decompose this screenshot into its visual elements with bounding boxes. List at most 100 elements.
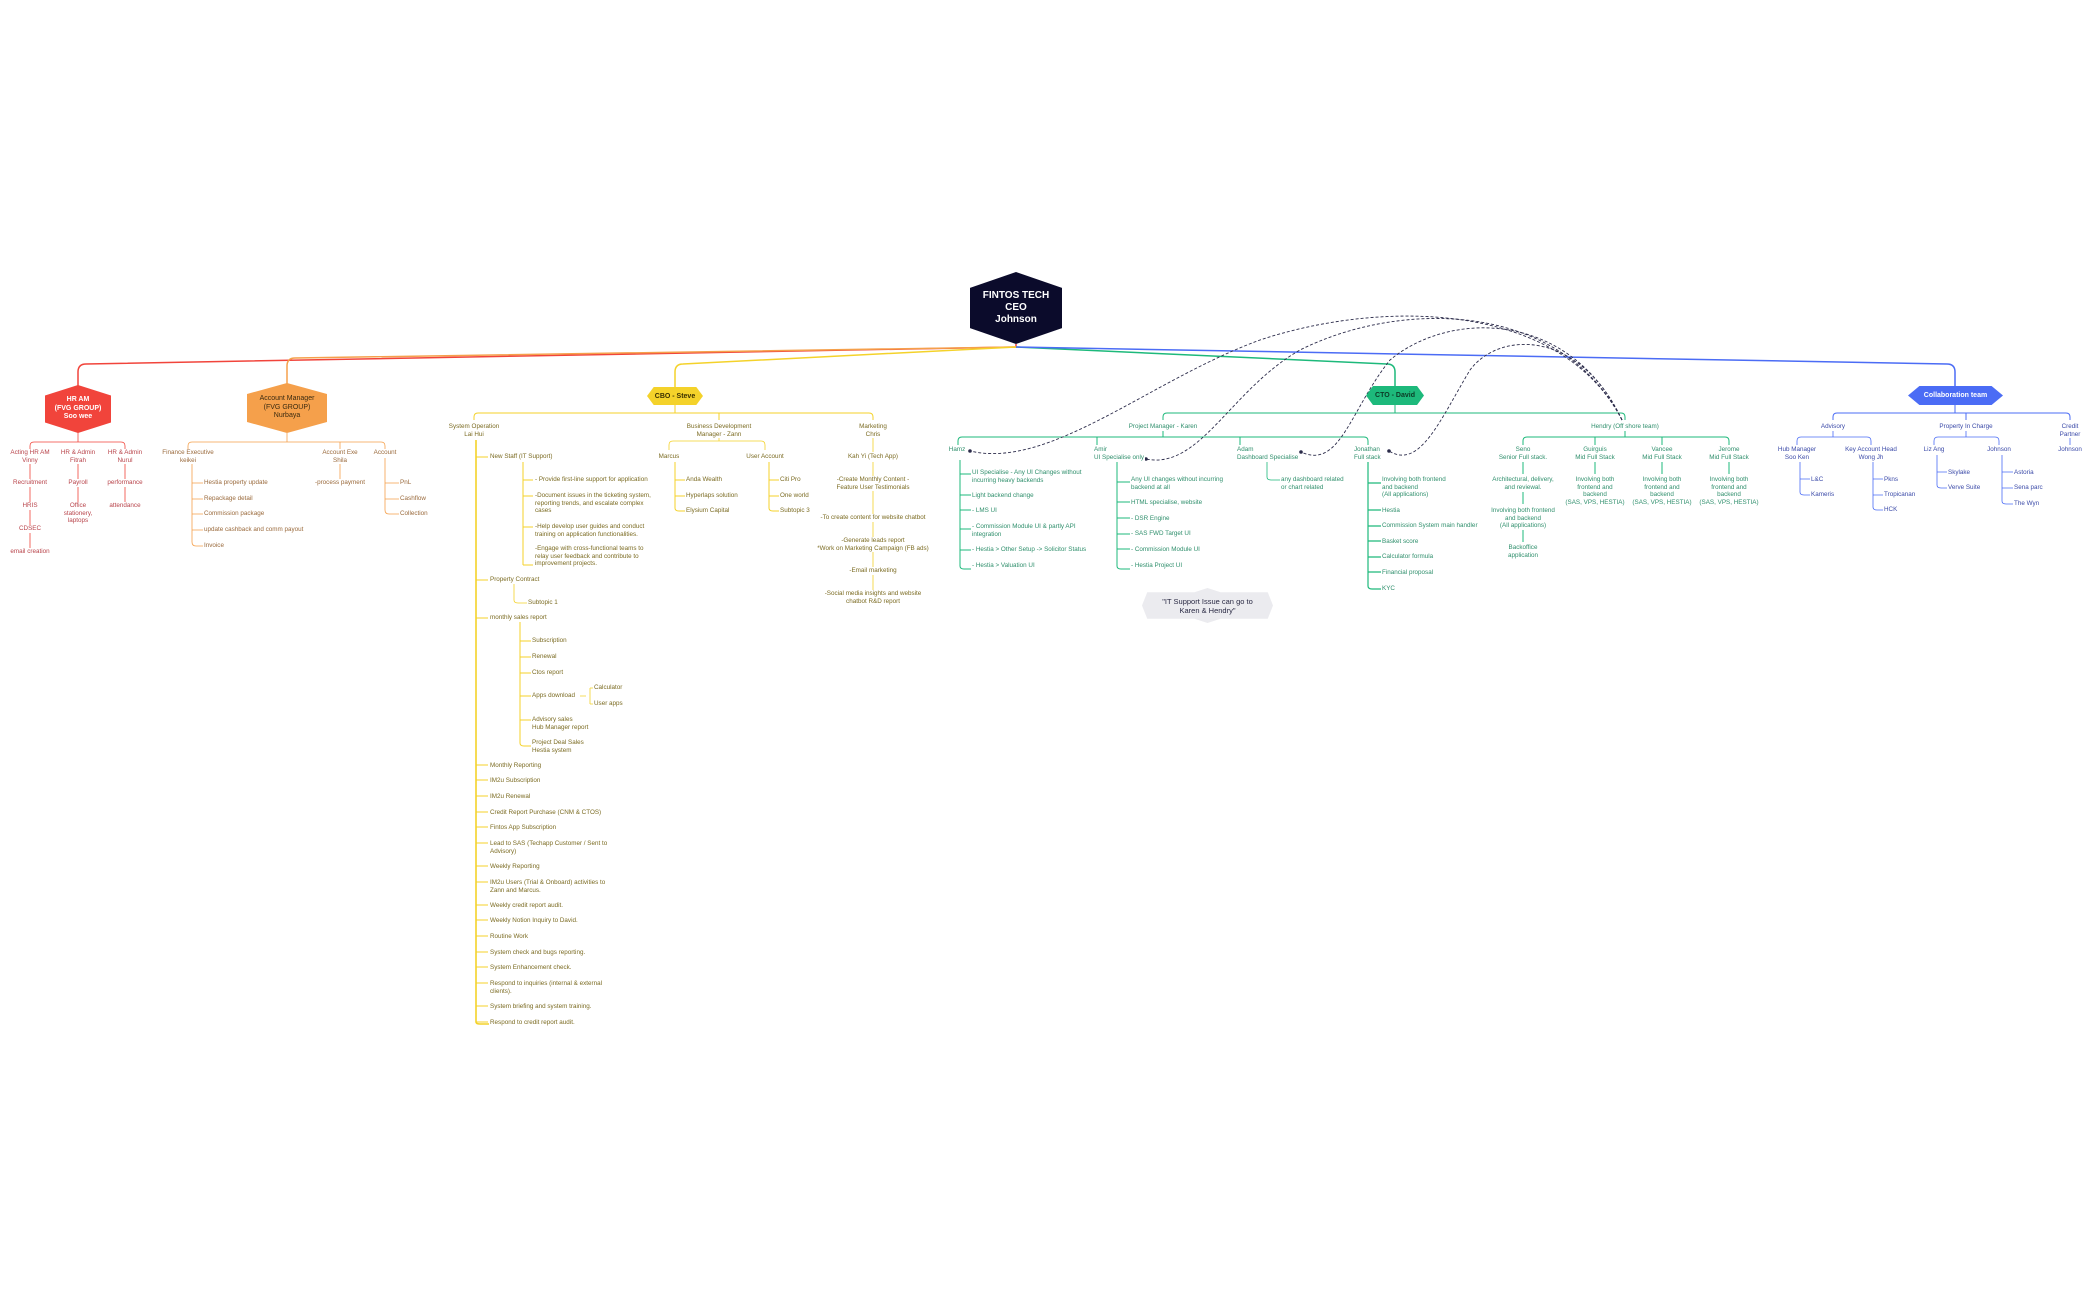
- task[interactable]: Weekly Notion Inquiry to David.: [489, 917, 579, 925]
- marcus-node[interactable]: Marcus: [657, 453, 681, 461]
- task[interactable]: Respond to credit report audit.: [489, 1019, 576, 1027]
- task[interactable]: -Generate leads report *Work on Marketin…: [816, 537, 930, 553]
- it-support-note[interactable]: "IT Support Issue can go to Karen & Hend…: [1142, 588, 1273, 623]
- property-in-charge-node[interactable]: Property In Charge: [1938, 423, 1994, 431]
- bdm-node[interactable]: Business Development Manager - Zann: [685, 423, 753, 439]
- task[interactable]: Involving both frontend and backend (All…: [1381, 476, 1447, 499]
- account-member[interactable]: Account Exe Shila: [321, 449, 359, 465]
- hr-node[interactable]: HR AM (FVG GROUP) Soo wee: [45, 385, 111, 433]
- task[interactable]: performance: [106, 479, 144, 487]
- task[interactable]: - Provide first-line support for applica…: [534, 476, 649, 484]
- advisory-node[interactable]: Advisory: [1819, 423, 1847, 431]
- credit-partner-node[interactable]: Credit Partner: [2055, 423, 2085, 439]
- ceo-node[interactable]: FINTOS TECH CEO Johnson: [970, 272, 1062, 344]
- task[interactable]: CDSEC: [17, 525, 43, 533]
- task[interactable]: - Hestia Project UI: [1130, 562, 1184, 570]
- task[interactable]: Subtopic 3: [779, 507, 811, 515]
- task[interactable]: HCK: [1883, 506, 1899, 514]
- task[interactable]: Light backend change: [971, 492, 1035, 500]
- task[interactable]: IM2u Subscription: [489, 777, 542, 785]
- task[interactable]: - Hestia > Valuation UI: [971, 562, 1036, 570]
- task[interactable]: Project Deal Sales Hestia system: [531, 739, 585, 755]
- task[interactable]: Anda Wealth: [685, 476, 723, 484]
- task[interactable]: Hestia property update: [203, 479, 269, 487]
- task[interactable]: Any UI changes without incurring backend…: [1130, 476, 1225, 492]
- task[interactable]: Tropicanan: [1883, 491, 1917, 499]
- task[interactable]: Weekly credit report audit.: [489, 902, 565, 910]
- task[interactable]: Invoice: [203, 542, 225, 550]
- new-staff-node[interactable]: New Staff (IT Support): [489, 453, 554, 461]
- key-account-head-node[interactable]: Key Account Head Wong Jh: [1844, 446, 1898, 462]
- task[interactable]: -Email marketing: [848, 567, 898, 575]
- task[interactable]: System check and bugs reporting.: [489, 949, 587, 957]
- task[interactable]: - DSR Engine: [1130, 515, 1171, 523]
- property-contract-node[interactable]: Property Contract: [489, 576, 541, 584]
- task[interactable]: - Hestia > Other Setup -> Solicitor Stat…: [971, 546, 1088, 554]
- credit-partner-johnson-node[interactable]: Johnson: [2057, 446, 2083, 454]
- task[interactable]: -Social media insights and website chatb…: [823, 590, 923, 606]
- task[interactable]: Office stationery, laptops: [62, 502, 94, 525]
- task[interactable]: Respond to inquiries (internal & externa…: [489, 980, 604, 996]
- task[interactable]: Basket score: [1381, 538, 1420, 546]
- task[interactable]: Repackage detail: [203, 495, 254, 503]
- task[interactable]: HTML specialise, website: [1130, 499, 1204, 507]
- guirguis-node[interactable]: Guirguis Mid Full Stack: [1574, 446, 1616, 462]
- task[interactable]: L&C: [1810, 476, 1825, 484]
- task[interactable]: Renewal: [531, 653, 558, 661]
- task[interactable]: email creation: [9, 548, 51, 556]
- account-member[interactable]: Account: [372, 449, 398, 457]
- task[interactable]: Apps download: [531, 692, 577, 700]
- task[interactable]: Involving both frontend and backend (SAS…: [1564, 476, 1626, 507]
- task[interactable]: Routine Work: [489, 933, 530, 941]
- system-operation-node[interactable]: System Operation Lai Hui: [447, 423, 501, 439]
- collaboration-team-node[interactable]: Collaboration team: [1908, 386, 2003, 405]
- johnson-node[interactable]: Johnson: [1986, 446, 2012, 454]
- hendry-node[interactable]: Hendry (Off shore team): [1590, 423, 1660, 431]
- task[interactable]: HRIS: [21, 502, 39, 510]
- amir-node[interactable]: Amir UI Specialise only: [1093, 446, 1146, 462]
- task[interactable]: User apps: [593, 700, 624, 708]
- task[interactable]: -To create content for website chatbot: [819, 514, 927, 522]
- cto-node[interactable]: CTO - David: [1366, 386, 1424, 405]
- task[interactable]: Calculator: [593, 684, 624, 692]
- task[interactable]: IM2u Users (Trial & Onboard) activities …: [489, 879, 607, 895]
- task[interactable]: Backoffice application: [1506, 544, 1540, 560]
- task[interactable]: - LMS UI: [971, 507, 998, 515]
- user-account-node[interactable]: User Account: [745, 453, 785, 461]
- task[interactable]: One world: [779, 492, 810, 500]
- task[interactable]: IM2u Renewal: [489, 793, 532, 801]
- task[interactable]: Cashflow: [399, 495, 427, 503]
- task[interactable]: Financial proposal: [1381, 569, 1435, 577]
- liz-ang-node[interactable]: Liz Ang: [1922, 446, 1946, 454]
- account-member[interactable]: Finance Executive keikei: [161, 449, 215, 465]
- account-manager-node[interactable]: Account Manager (FVG GROUP) Nurbaya: [247, 383, 327, 433]
- task[interactable]: Subtopic 1: [527, 599, 559, 607]
- hub-manager-node[interactable]: Hub Manager Soo Ken: [1776, 446, 1818, 462]
- jonathan-node[interactable]: Jonathan Full stack: [1353, 446, 1382, 462]
- task[interactable]: -Create Monthly Content - Feature User T…: [835, 476, 911, 492]
- task[interactable]: System Enhancement check.: [489, 964, 573, 972]
- task[interactable]: attendance: [108, 502, 142, 510]
- task[interactable]: -Engage with cross-functional teams to r…: [534, 545, 645, 568]
- adam-node[interactable]: Adam Dashboard Specialise: [1236, 446, 1300, 462]
- task[interactable]: Hyperlaps solution: [685, 492, 739, 500]
- task[interactable]: Payroll: [67, 479, 89, 487]
- task[interactable]: Elysium Capital: [685, 507, 731, 515]
- kah-yi-node[interactable]: Kah Yi (Tech App): [846, 453, 900, 461]
- task[interactable]: Subscription: [531, 637, 568, 645]
- task[interactable]: Pkns: [1883, 476, 1899, 484]
- hr-member[interactable]: HR & Admin Fitrah: [59, 449, 97, 465]
- project-manager-node[interactable]: Project Manager - Karen: [1127, 423, 1199, 431]
- hamz-node[interactable]: Hamz: [947, 446, 967, 454]
- task[interactable]: Commission package: [203, 510, 266, 518]
- task[interactable]: Lead to SAS (Techapp Customer / Sent to …: [489, 840, 609, 856]
- task[interactable]: Monthly Reporting: [489, 762, 543, 770]
- task[interactable]: Commission System main handler: [1381, 522, 1479, 530]
- marketing-node[interactable]: Marketing Chris: [858, 423, 888, 439]
- task[interactable]: -Help develop user guides and conduct tr…: [534, 523, 646, 539]
- task[interactable]: KYC: [1381, 585, 1396, 593]
- task[interactable]: Ctos report: [531, 669, 565, 677]
- task[interactable]: - Commission Module UI & partly API inte…: [971, 523, 1077, 539]
- task[interactable]: Hestia: [1381, 507, 1401, 515]
- task[interactable]: The Wyn: [2013, 500, 2041, 508]
